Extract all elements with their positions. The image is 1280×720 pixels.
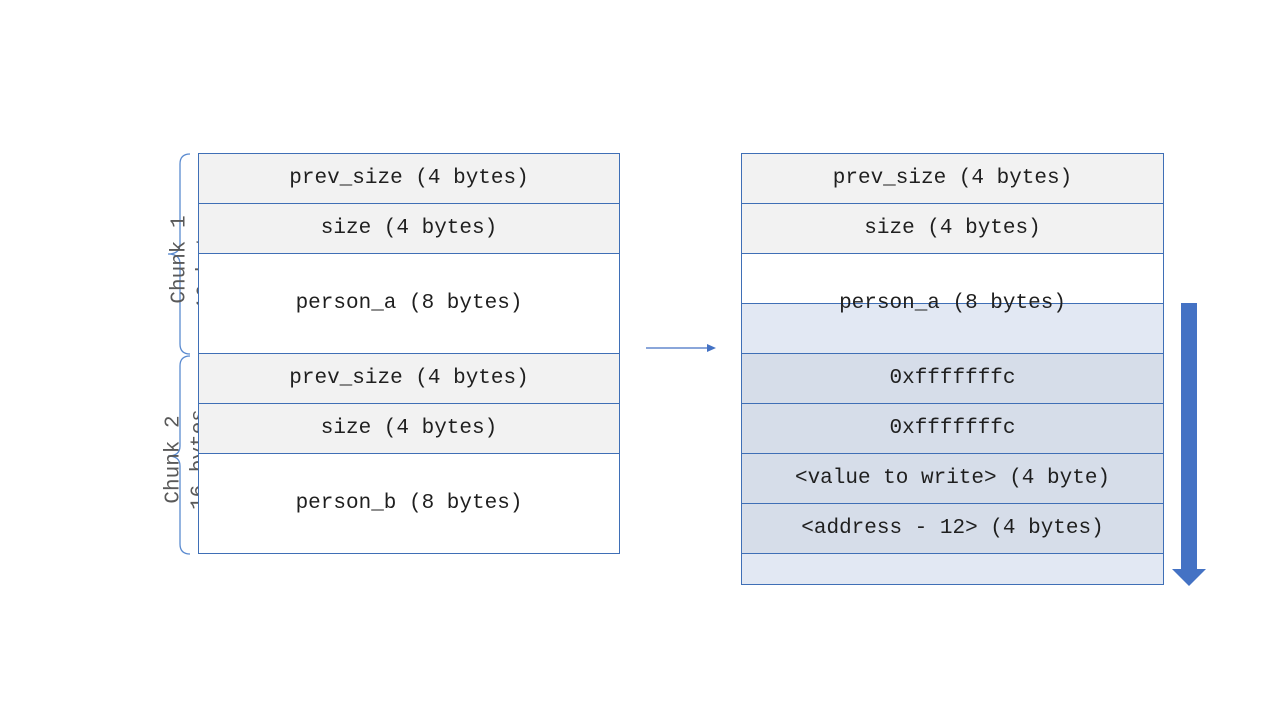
left-chunk2-size-text: size (4 bytes) — [320, 417, 498, 440]
chunk1-size-label: 16 bytes — [139, 198, 218, 322]
right-person-a-overflow — [741, 303, 1164, 354]
left-person-a-text: person_a (8 bytes) — [295, 292, 523, 315]
right-fake-size-text: 0xfffffffc — [889, 417, 1016, 440]
left-chunk1-prev-size: prev_size (4 bytes) — [198, 153, 620, 204]
chunk1-brace — [167, 153, 191, 355]
left-chunk2-prev-size: prev_size (4 bytes) — [198, 353, 620, 404]
right-fake-prev-size: 0xfffffffc — [741, 353, 1164, 404]
right-address-minus-12-text: <address - 12> (4 bytes) — [801, 517, 1104, 540]
right-prev-size-text: prev_size (4 bytes) — [832, 167, 1073, 190]
chunk2-size-label: 16 bytes — [133, 398, 212, 522]
right-person-a-text: person_a (8 bytes) — [839, 291, 1066, 315]
right-fake-prev-size-text: 0xfffffffc — [889, 367, 1016, 390]
right-size: size (4 bytes) — [741, 203, 1164, 254]
right-prev-size: prev_size (4 bytes) — [741, 153, 1164, 204]
left-person-a: person_a (8 bytes) — [198, 253, 620, 354]
right-person-a-top — [741, 253, 1164, 304]
left-person-b: person_b (8 bytes) — [198, 453, 620, 554]
left-chunk2-size: size (4 bytes) — [198, 403, 620, 454]
overflow-arrow — [1172, 303, 1206, 586]
left-chunk1-prev-size-text: prev_size (4 bytes) — [289, 167, 529, 190]
chunk2-label: Chunk 2 — [107, 398, 186, 522]
right-person-a: person_a (8 bytes) — [741, 278, 1164, 328]
right-size-text: size (4 bytes) — [864, 217, 1041, 240]
right-value-to-write: <value to write> (4 byte) — [741, 453, 1164, 504]
right-value-to-write-text: <value to write> (4 byte) — [794, 467, 1111, 490]
left-chunk1-size: size (4 bytes) — [198, 203, 620, 254]
transition-arrow — [646, 344, 716, 352]
left-chunk1-size-text: size (4 bytes) — [320, 217, 498, 240]
right-address-minus-12: <address - 12> (4 bytes) — [741, 503, 1164, 554]
left-person-b-text: person_b (8 bytes) — [295, 492, 523, 515]
left-chunk2-prev-size-text: prev_size (4 bytes) — [289, 367, 529, 390]
chunk1-label: Chunk 1 — [113, 198, 192, 322]
right-fake-size: 0xfffffffc — [741, 403, 1164, 454]
chunk2-brace — [167, 355, 191, 555]
right-overflow-tail — [741, 553, 1164, 585]
